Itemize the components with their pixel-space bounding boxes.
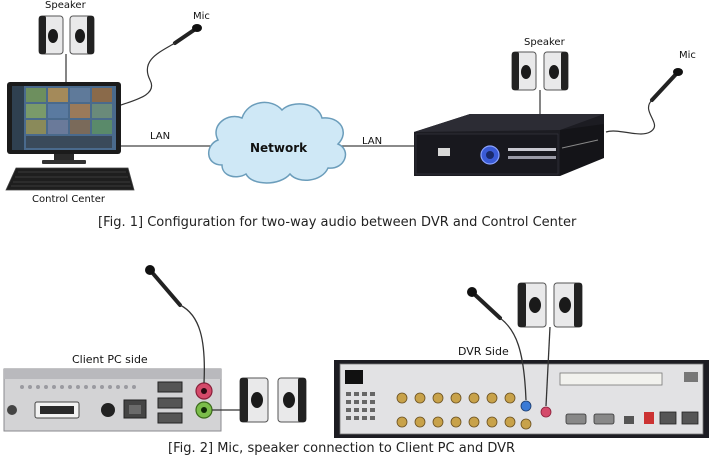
dvr-mic-icon bbox=[467, 287, 527, 401]
speaker-left-label: Speaker bbox=[45, 0, 86, 11]
fig2-caption: [Fig. 2] Mic, speaker connection to Clie… bbox=[168, 441, 516, 456]
network-cloud-icon bbox=[208, 101, 347, 184]
mic-right-icon bbox=[605, 68, 683, 135]
dvr-unit-icon bbox=[414, 114, 604, 176]
network-label: Network bbox=[250, 141, 308, 155]
lan-right-label: LAN bbox=[362, 136, 383, 147]
client-pc-rear-panel bbox=[3, 368, 222, 432]
fig1-caption: [Fig. 1] Configuration for two-way audio… bbox=[98, 215, 577, 230]
keyboard-icon bbox=[5, 167, 135, 191]
speaker-right-label: Speaker bbox=[524, 37, 565, 48]
speaker-left-icon bbox=[38, 15, 95, 55]
mic-port-icon bbox=[195, 382, 213, 400]
dvr-side-label: DVR Side bbox=[458, 345, 509, 358]
dvr-rear-panel bbox=[334, 360, 709, 438]
client-pc-side-label: Client PC side bbox=[72, 353, 148, 366]
control-center-label: Control Center bbox=[32, 194, 105, 205]
client-mic-icon bbox=[145, 265, 206, 384]
mic-left-icon bbox=[117, 24, 202, 107]
speaker-right-icon bbox=[511, 51, 569, 91]
mic-right-label: Mic bbox=[679, 50, 696, 61]
client-speaker-icon bbox=[239, 377, 307, 423]
speaker-port-icon bbox=[195, 401, 213, 419]
lan-left-label: LAN bbox=[150, 131, 171, 142]
dvr-speaker-icon bbox=[517, 282, 583, 328]
control-center-monitor-icon bbox=[7, 82, 121, 164]
mic-left-label: Mic bbox=[193, 11, 210, 22]
